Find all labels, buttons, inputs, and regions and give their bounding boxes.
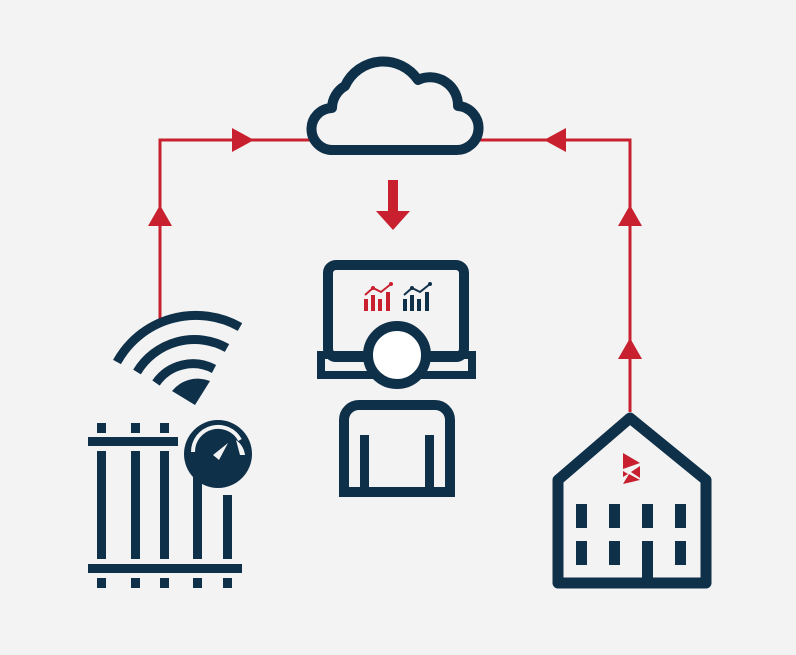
wifi-dot-icon [172,378,210,405]
bar-chart-icon [364,282,393,311]
door-icon [642,541,653,581]
gauge-needle-icon [213,443,228,460]
connector-building-to-cloud [478,138,632,412]
bar-chart-icon [403,282,432,311]
building-icon [552,412,712,589]
arrow-up-icon [618,205,642,226]
user-head-icon [363,321,431,389]
user-laptop-analytics-icon [317,260,476,497]
company-logo-icon [623,453,640,484]
connector-meter-to-cloud [158,138,310,322]
cloud-icon [306,56,484,156]
arrow-up-icon [148,205,172,226]
arrow-right-icon [232,128,254,152]
wifi-icon [113,310,243,386]
user-body-icon [339,400,455,497]
gas-meter-icon [88,420,252,588]
arrow-left-icon [544,128,566,152]
arrow-down-icon [376,180,410,230]
arrow-up-icon [618,338,642,359]
